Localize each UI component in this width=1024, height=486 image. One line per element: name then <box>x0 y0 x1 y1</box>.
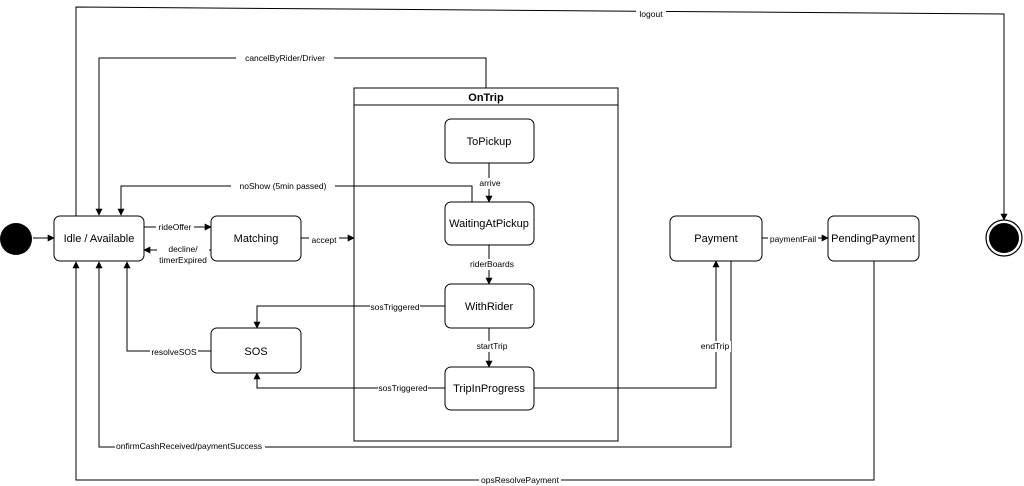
state-sos-label: SOS <box>244 346 267 358</box>
edge-ops-resolve <box>72 261 875 481</box>
initial-state <box>0 223 32 255</box>
label-arrive: arrive <box>479 178 501 188</box>
label-timer-expired: timerExpired <box>159 255 207 265</box>
state-waiting-at-pickup: WaitingAtPickup <box>444 201 535 246</box>
label-no-show: noShow (5min passed) <box>240 181 327 191</box>
state-with-rider: WithRider <box>444 283 535 329</box>
edge-logout <box>75 6 1008 221</box>
state-trip-in-progress: TripInProgress <box>444 366 535 411</box>
label-ride-offer: rideOffer <box>159 222 192 232</box>
state-trip-in-progress-label: TripInProgress <box>453 383 525 395</box>
label-sos-triggered-1: sosTriggered <box>370 302 420 312</box>
state-sos: SOS <box>210 327 302 374</box>
label-decline: decline/ <box>168 244 198 254</box>
state-payment: Payment <box>669 215 763 262</box>
state-idle-label: Idle / Available <box>64 233 135 245</box>
label-confirm-cash: onfirmCashReceived/paymentSuccess <box>116 441 262 451</box>
state-to-pickup-label: ToPickup <box>467 136 512 148</box>
state-matching-label: Matching <box>234 233 279 245</box>
label-payment-fail: paymentFail <box>770 234 816 244</box>
final-state <box>985 219 1023 257</box>
state-pending-payment: PendingPayment <box>827 215 920 262</box>
edge-confirm-cash <box>95 261 732 448</box>
label-accept: accept <box>311 235 337 245</box>
state-to-pickup: ToPickup <box>444 118 535 164</box>
edge-end-trip <box>534 260 720 389</box>
label-start-trip: startTrip <box>477 341 508 351</box>
label-cancel: cancelByRider/Driver <box>245 53 325 63</box>
state-pending-payment-label: PendingPayment <box>831 233 915 245</box>
ontrip-container: OnTrip <box>353 87 619 442</box>
edge-resolve-sos <box>123 261 211 352</box>
ontrip-title: OnTrip <box>468 92 504 104</box>
state-waiting-label: WaitingAtPickup <box>449 218 529 230</box>
label-rider-boards: riderBoards <box>470 259 514 269</box>
state-with-rider-label: WithRider <box>465 301 514 313</box>
state-matching: Matching <box>210 215 302 262</box>
label-logout: logout <box>639 9 663 19</box>
state-payment-label: Payment <box>694 233 737 245</box>
label-resolve-sos: resolveSOS <box>151 347 197 357</box>
label-ops-resolve: opsResolvePayment <box>481 475 560 485</box>
label-end-trip: endTrip <box>701 341 730 351</box>
label-sos-triggered-2: sosTriggered <box>378 383 428 393</box>
state-idle: Idle / Available <box>53 215 145 262</box>
